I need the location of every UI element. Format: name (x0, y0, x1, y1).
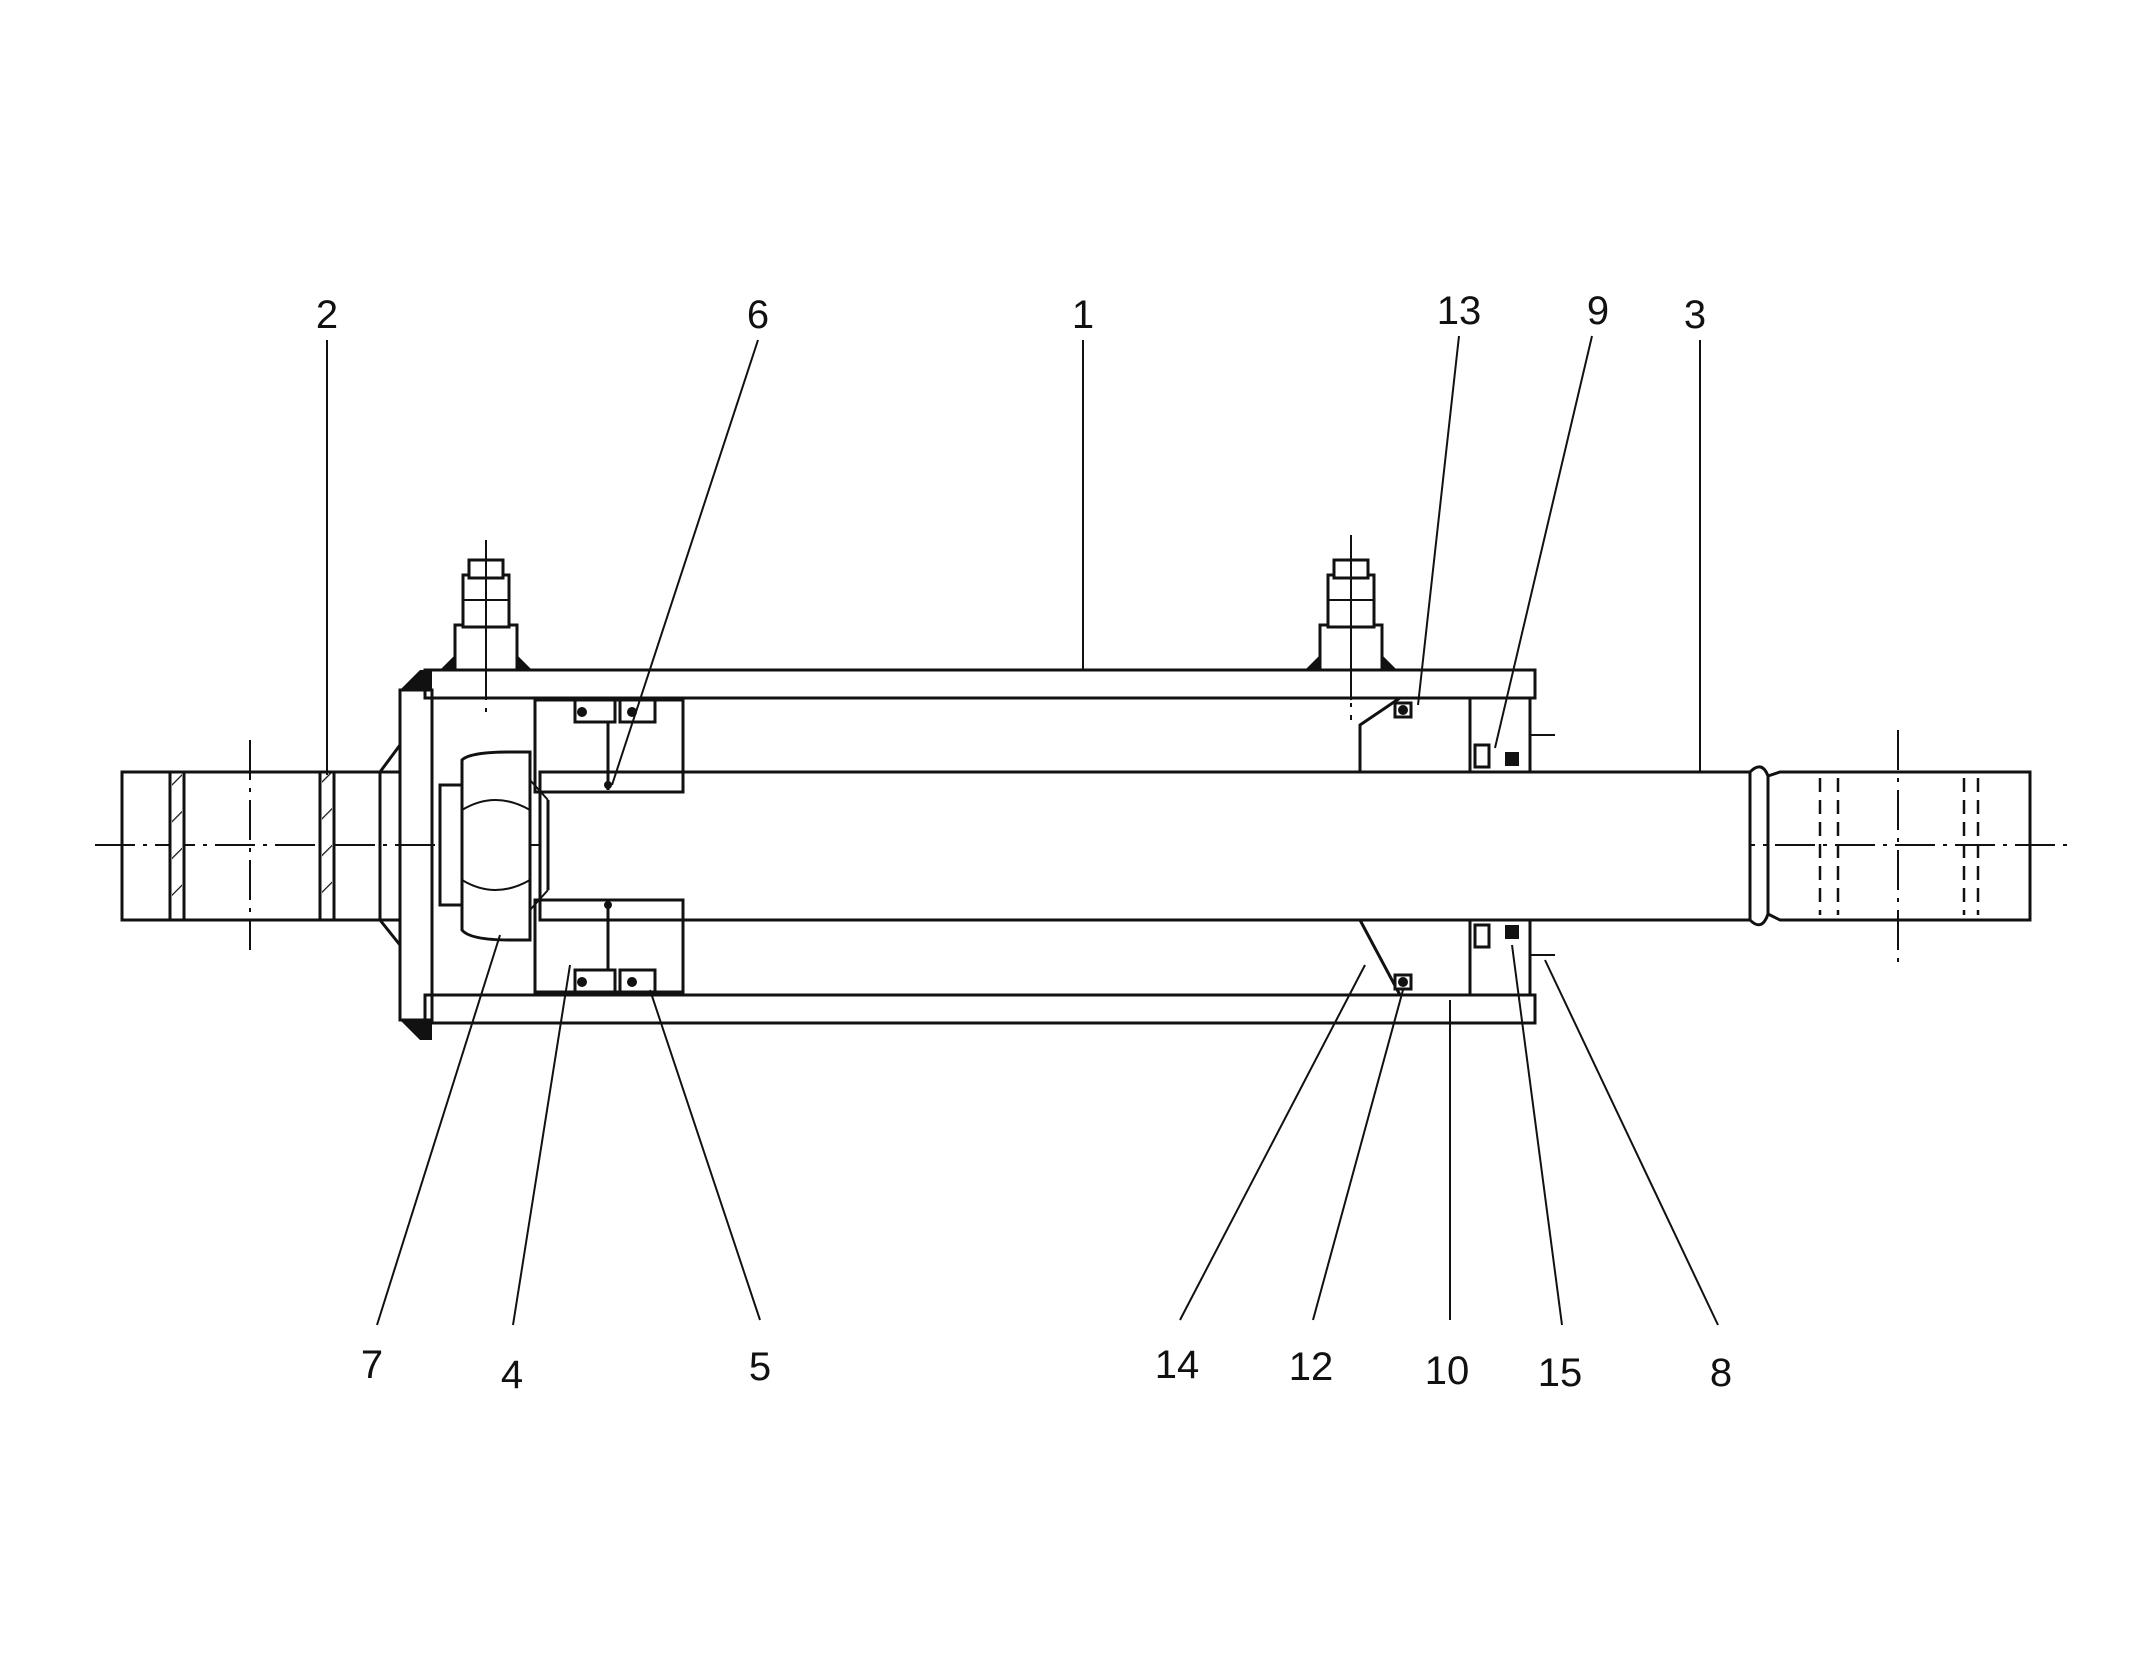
callout-1: 1 (1072, 293, 1094, 337)
callout-5: 5 (749, 1345, 771, 1389)
callout-6: 6 (747, 293, 769, 337)
callout-9: 9 (1587, 289, 1609, 333)
leader-lines (326, 335, 1719, 1326)
callout-12: 12 (1289, 1345, 1334, 1389)
callout-4: 4 (501, 1353, 523, 1397)
callout-8: 8 (1710, 1351, 1732, 1395)
callout-13: 13 (1437, 289, 1482, 333)
callout-labels: 2 6 1 13 9 3 7 4 5 14 12 10 15 8 (316, 289, 1732, 1397)
callout-15: 15 (1538, 1351, 1583, 1395)
piston-rod (538, 730, 2032, 965)
callout-2: 2 (316, 293, 338, 337)
rear-end-cap (398, 670, 434, 1040)
piston (533, 698, 685, 994)
piston-nut (438, 750, 550, 942)
rod-gland (1357, 696, 1555, 997)
callout-10: 10 (1425, 1349, 1470, 1393)
rear-port-fitting (440, 540, 532, 720)
rear-clevis (120, 740, 402, 950)
callout-3: 3 (1684, 293, 1706, 337)
cylinder-tube (423, 668, 1537, 1025)
callout-14: 14 (1155, 1343, 1200, 1387)
front-port-fitting (1305, 535, 1397, 720)
callout-7: 7 (361, 1343, 383, 1387)
